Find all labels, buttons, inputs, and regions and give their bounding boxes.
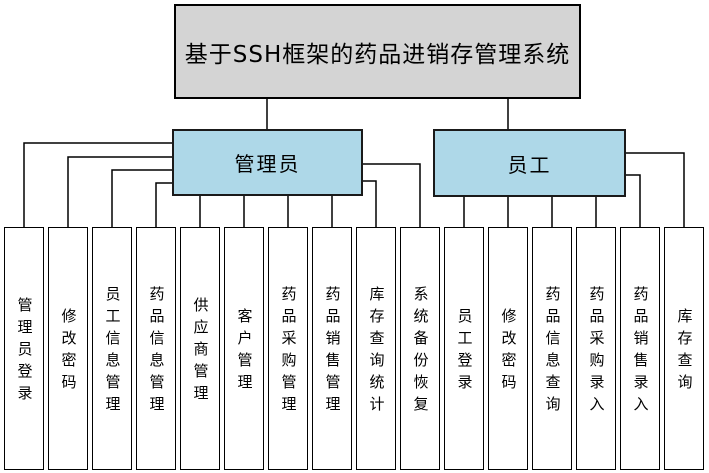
node-employee-info-management: 员工信息管理: [92, 227, 132, 470]
node-drug-sales-management-label: 药品销售管理: [323, 286, 342, 418]
node-employee-login-label: 员工登录: [455, 308, 474, 396]
node-customer-management-label: 客户管理: [235, 308, 254, 396]
node-inventory-query-statistics: 库存查询统计: [356, 227, 396, 470]
node-drug-purchase-management: 药品采购管理: [268, 227, 308, 470]
node-employee-info-management-label: 员工信息管理: [103, 286, 122, 418]
node-drug-info-management-label: 药品信息管理: [147, 286, 166, 418]
node-drug-info-query: 药品信息查询: [532, 227, 572, 470]
node-drug-info-query-label: 药品信息查询: [543, 286, 562, 418]
system-title-label: 基于SSH框架的药品进销存管理系统: [184, 41, 571, 68]
node-admin-login-label: 管理员登录: [15, 297, 34, 407]
node-inventory-query-statistics-label: 库存查询统计: [367, 286, 386, 418]
node-admin-change-password: 修改密码: [48, 227, 88, 470]
node-drug-sales-entry-label: 药品销售录入: [631, 286, 650, 418]
node-supplier-management: 供应商管理: [180, 227, 220, 470]
connector-admin-change-password: [67, 156, 172, 228]
connector-inventory-query: [626, 152, 685, 228]
connector-drug-info-management: [155, 182, 172, 228]
node-employee-change-password: 修改密码: [488, 227, 528, 470]
node-inventory-query: 库存查询: [664, 227, 704, 470]
node-admin-change-password-label: 修改密码: [59, 308, 78, 396]
node-admin-login: 管理员登录: [4, 227, 44, 470]
employee-role-node: 员工: [433, 129, 626, 197]
node-drug-purchase-management-label: 药品采购管理: [279, 286, 298, 418]
node-drug-sales-management: 药品销售管理: [312, 227, 352, 470]
node-employee-change-password-label: 修改密码: [499, 308, 518, 396]
node-drug-sales-entry: 药品销售录入: [620, 227, 660, 470]
connector-drug-sales-entry: [626, 174, 641, 228]
node-system-backup-restore: 系统备份恢复: [400, 227, 440, 470]
connector-inventory-query-statistics: [363, 180, 377, 228]
connector-system-backup-restore: [363, 163, 421, 228]
node-drug-info-management: 药品信息管理: [136, 227, 176, 470]
node-inventory-query-label: 库存查询: [675, 308, 694, 396]
node-employee-login: 员工登录: [444, 227, 484, 470]
node-drug-purchase-entry: 药品采购录入: [576, 227, 616, 470]
system-title-node: 基于SSH框架的药品进销存管理系统: [174, 4, 581, 99]
admin-role-label: 管理员: [234, 152, 301, 176]
employee-role-label: 员工: [507, 152, 552, 177]
node-drug-purchase-entry-label: 药品采购录入: [587, 286, 606, 418]
node-customer-management: 客户管理: [224, 227, 264, 470]
connector-employee-info-management: [111, 169, 172, 228]
node-system-backup-restore-label: 系统备份恢复: [411, 286, 430, 418]
node-supplier-management-label: 供应商管理: [191, 297, 210, 407]
admin-role-node: 管理员: [172, 129, 363, 196]
connector-admin-login: [23, 142, 172, 228]
